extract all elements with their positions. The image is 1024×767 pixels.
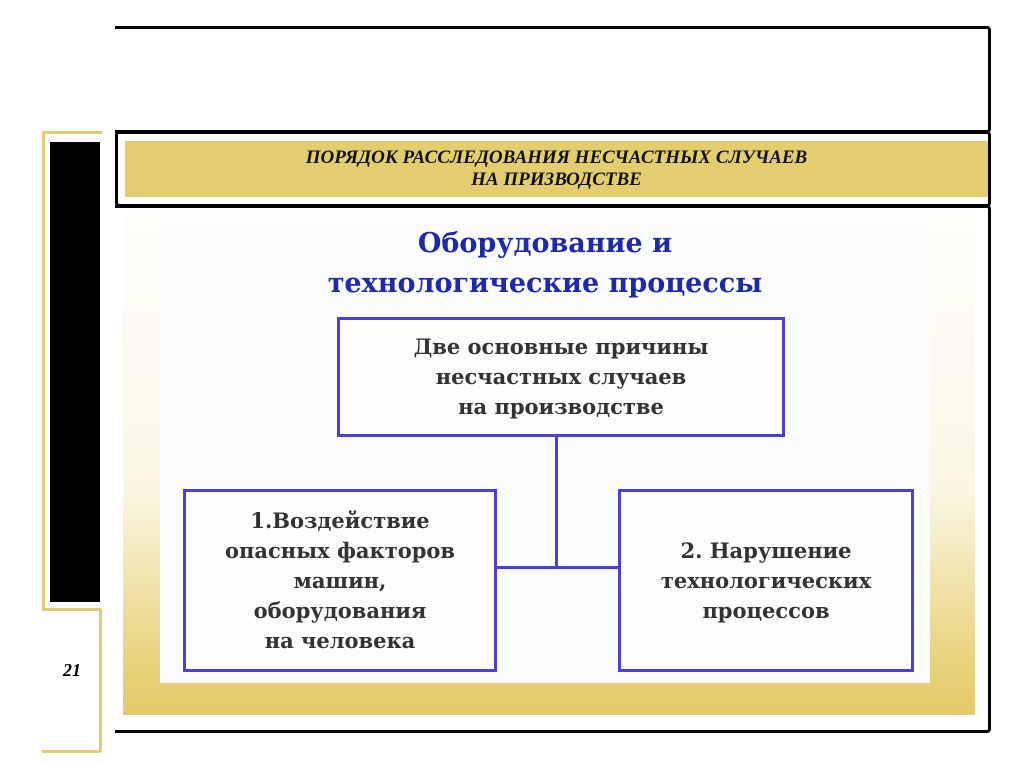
root-line: несчастных случаев [435, 364, 687, 389]
diagram-heading-line-2: технологические процессы [327, 268, 763, 299]
title-line-2: НА ПРИЗВОДСТВЕ [471, 169, 642, 190]
page-number: 21 [63, 660, 81, 680]
cause-1-line: машин, [293, 567, 387, 593]
top-empty-box [115, 26, 991, 133]
connector-vertical [555, 435, 558, 568]
cause-1-line: 1.Воздействие [250, 507, 430, 533]
cause-1-line: оборудования [253, 597, 427, 623]
side-decor-frame [42, 131, 102, 608]
cause-2-line: технологических [660, 567, 872, 593]
cause-box-2: 2. Нарушение технологических процессов [618, 489, 914, 672]
root-box: Две основные причины несчастных случаев … [337, 317, 785, 437]
cause-2-line: процессов [702, 597, 830, 623]
cause-box-1: 1.Воздействие опасных факторов машин, об… [183, 489, 497, 672]
cause-1-line: на человека [264, 627, 416, 653]
side-black-bar [50, 142, 100, 602]
cause-2-line: 2. Нарушение [680, 537, 852, 563]
connector-horizontal [495, 566, 620, 569]
content-frame [115, 205, 991, 733]
title-line-1: ПОРЯДОК РАССЛЕДОВАНИЯ НЕСЧАСТНЫХ СЛУЧАЕВ [305, 147, 808, 168]
cause-1-line: опасных факторов [224, 537, 456, 563]
root-line: Две основные причины [413, 334, 709, 359]
root-line: на производстве [458, 394, 664, 419]
slide-title: ПОРЯДОК РАССЛЕДОВАНИЯ НЕСЧАСТНЫХ СЛУЧАЕВ… [125, 141, 988, 197]
page-number-frame [42, 608, 102, 753]
diagram-heading-line-1: Оборудование и [417, 228, 673, 259]
